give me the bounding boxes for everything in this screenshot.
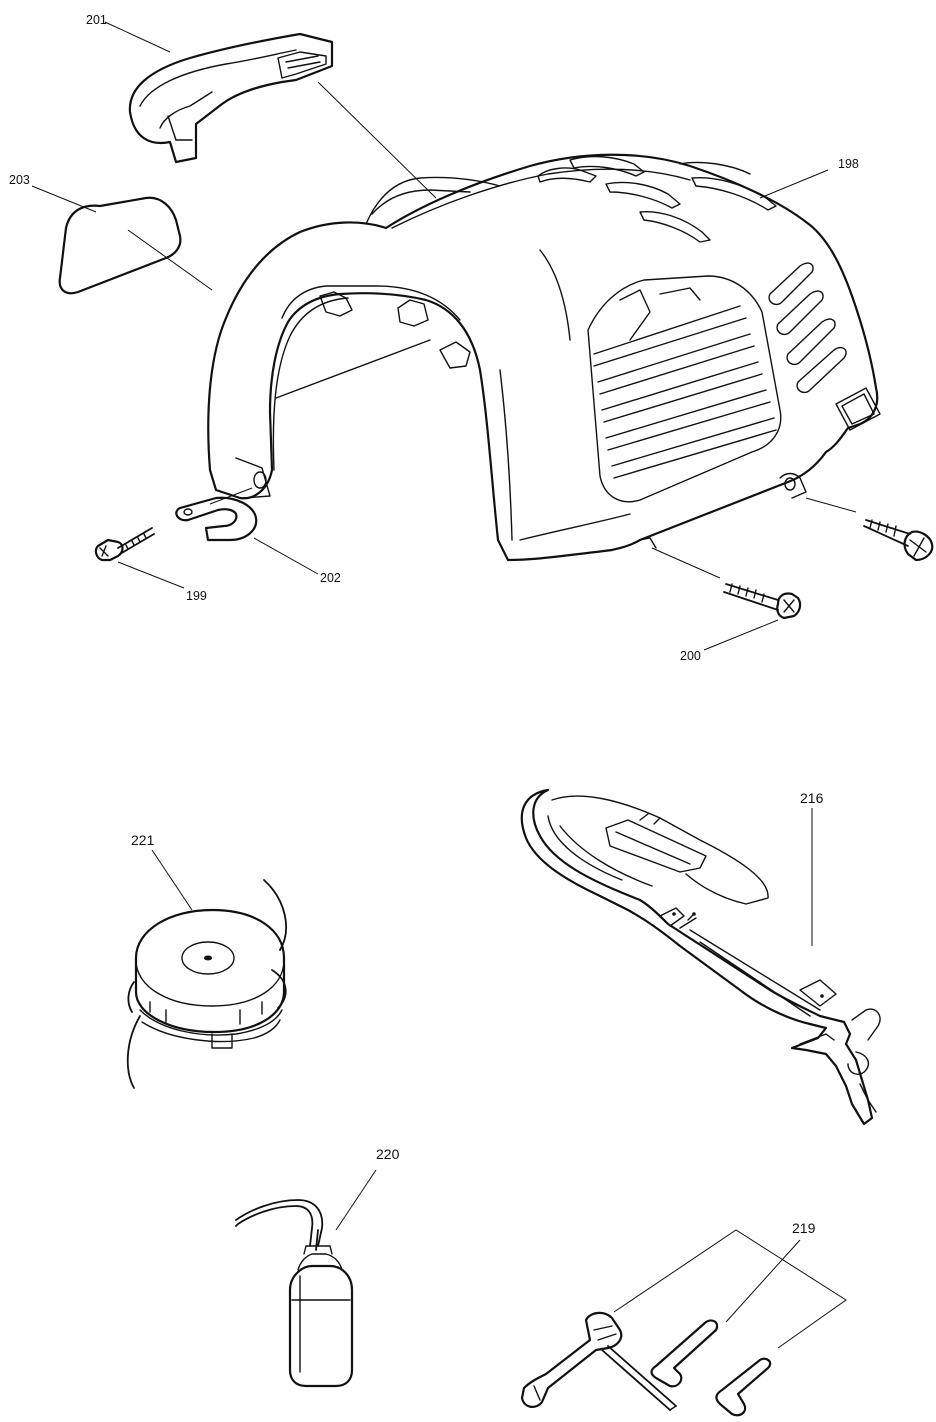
callout-219: 219: [792, 1220, 816, 1236]
part-201-top-cap: [128, 32, 334, 164]
part-221-trimmer-head: [126, 879, 287, 1089]
callout-labels: 201 203 198 202 199 200 216 221 220 219: [9, 13, 859, 1236]
callout-202: 202: [320, 571, 341, 585]
leader-220: [335, 1169, 377, 1231]
callout-221: 221: [131, 832, 155, 848]
part-198-engine-cover: [207, 153, 881, 562]
callout-199: 199: [186, 589, 207, 603]
part-216-harness: [520, 788, 881, 1126]
part-200-screw: [723, 583, 802, 620]
callout-201: 201: [86, 13, 107, 27]
callout-200: 200: [680, 649, 701, 663]
leader-221: [151, 849, 193, 911]
callout-216: 216: [800, 790, 824, 806]
side-screw: [863, 519, 934, 562]
part-199-screw: [94, 527, 155, 562]
part-219-tool-set: [520, 1229, 847, 1417]
part-203-label: [58, 196, 182, 295]
callout-220: 220: [376, 1146, 400, 1162]
part-220-oil-bottle: [235, 1199, 354, 1388]
callout-203: 203: [9, 173, 30, 187]
callout-198: 198: [838, 157, 859, 171]
part-202-clamp: [175, 496, 258, 542]
leader-lines-top: [31, 21, 857, 651]
